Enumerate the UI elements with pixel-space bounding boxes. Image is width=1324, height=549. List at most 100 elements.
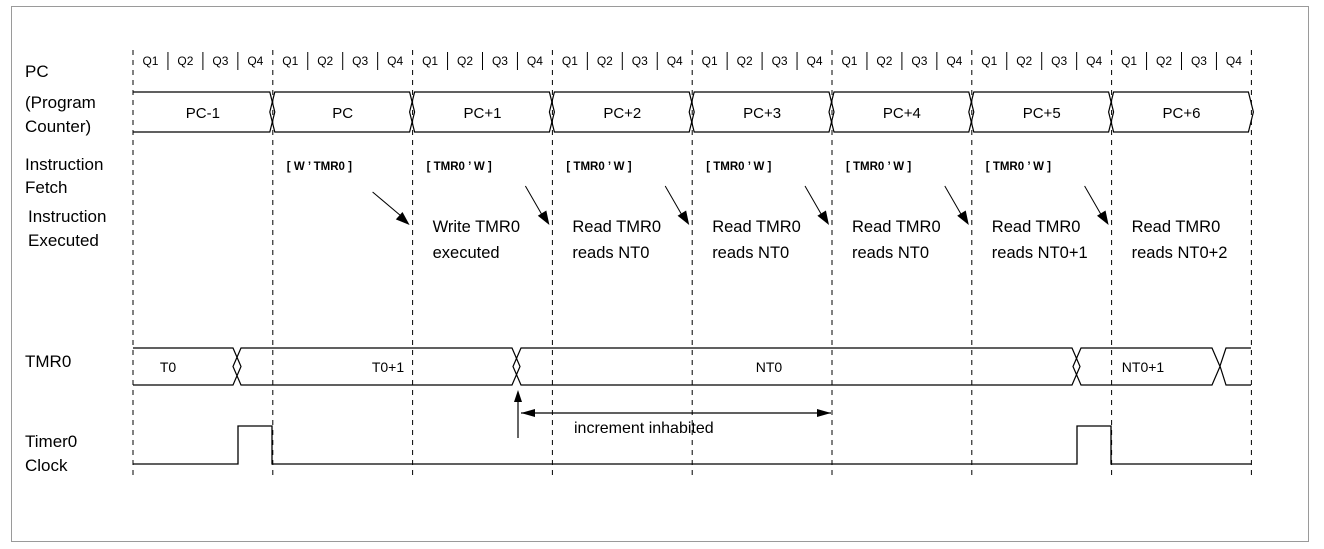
q-phase-label: Q1 [981, 54, 997, 68]
clock-label-line1: Timer0 [25, 432, 77, 451]
q-phase-label: Q4 [946, 54, 962, 68]
fetch-label-line1: Instruction [25, 155, 103, 174]
pc-bus-segment [1107, 91, 1255, 133]
cycle-gridlines [132, 50, 1252, 475]
execute-pointer-arrowhead [537, 210, 550, 225]
fetch-instruction: [ W ’ TMR0 ] [287, 161, 352, 173]
executed-line1: Read TMR0 [712, 218, 801, 236]
tmr0-value: NT0+1 [1122, 359, 1165, 375]
tmr0-bus-trailing [1219, 347, 1251, 386]
q-phase-label: Q1 [702, 54, 718, 68]
fetch-instruction: [ TMR0 ’ W ] [566, 161, 631, 173]
fetch-instruction: [ TMR0 ’ W ] [706, 161, 771, 173]
execute-pointer-arrowhead [957, 210, 969, 225]
tmr0-label: TMR0 [25, 352, 71, 371]
q-phase-label: Q1 [422, 54, 438, 68]
q-phase-label: Q4 [1086, 54, 1102, 68]
executed-line2: reads NT0+2 [1132, 244, 1228, 262]
pc-value: PC+2 [603, 105, 641, 122]
inhibit-span-left-head [521, 409, 535, 417]
executed-line1: Read TMR0 [572, 218, 661, 236]
q-phase-label: Q1 [841, 54, 857, 68]
inhibit-span-right-head [817, 409, 831, 417]
q-phase-label: Q3 [212, 54, 228, 68]
q-phase-label: Q3 [772, 54, 788, 68]
executed-line2: reads NT0 [572, 244, 649, 262]
fetch-to-execute-arrows [372, 185, 1109, 225]
executed-line1: Write TMR0 [433, 218, 520, 236]
pc-value: PC+3 [743, 105, 781, 122]
pc-value: PC+5 [1023, 105, 1061, 122]
execute-pointer-arrowhead [677, 210, 690, 225]
execute-pointer-arrowhead [395, 211, 410, 225]
executed-label-line2: Executed [28, 231, 99, 250]
q-phase-label: Q1 [142, 54, 158, 68]
executed-line1: Read TMR0 [1132, 218, 1221, 236]
pc-value: PC+1 [464, 105, 502, 122]
pc-label-line3: Counter) [25, 117, 91, 136]
executed-label-line1: Instruction [28, 207, 106, 226]
tmr0-bus-segment [512, 347, 1081, 386]
pc-value: PC+6 [1163, 105, 1201, 122]
q-phase-label: Q2 [876, 54, 892, 68]
pc-label-line2: (Program [25, 93, 96, 112]
execute-pointer-line [804, 185, 825, 220]
pc-bus-segment [269, 91, 416, 133]
pc-bus-segment [968, 91, 1115, 133]
q-phase-label: Q3 [1191, 54, 1207, 68]
q-phase-label: Q1 [282, 54, 298, 68]
increment-annotation-text: increment inhabited [574, 420, 714, 437]
q-phase-label: Q4 [247, 54, 263, 68]
fetch-instruction: [ TMR0 ’ W ] [986, 161, 1051, 173]
pc-value: PC-1 [186, 105, 220, 122]
executed-line2: reads NT0+1 [992, 244, 1088, 262]
pc-bus-segment [408, 91, 556, 133]
fetch-instruction: [ TMR0 ’ W ] [846, 161, 911, 173]
timing-diagram-frame [11, 6, 1309, 542]
pc-bus-segment [548, 91, 695, 133]
pc-bus-segment [688, 91, 835, 133]
increment-annotation: increment inhabited [514, 390, 831, 438]
execute-pointer-arrowhead [817, 210, 829, 225]
pc-bus-segment [828, 91, 975, 133]
q-phase-label: Q4 [1226, 54, 1242, 68]
tmr0-value: NT0 [756, 359, 783, 375]
clock-label-line2: Clock [25, 456, 68, 475]
q-phase-label: Q2 [177, 54, 193, 68]
executed-line1: Read TMR0 [992, 218, 1081, 236]
tmr0-bus-segment [133, 347, 242, 386]
tmr0-bus-segment [232, 347, 521, 386]
execute-pointer-line [524, 185, 545, 220]
execute-pointer-line [372, 191, 405, 220]
executed-line1: Read TMR0 [852, 218, 941, 236]
q-phase-label: Q4 [527, 54, 543, 68]
q-phase-label: Q2 [737, 54, 753, 68]
tmr0-value: T0 [160, 359, 177, 375]
q-phase-label: Q3 [352, 54, 368, 68]
q-phase-label: Q4 [667, 54, 683, 68]
q-phase-label: Q3 [1051, 54, 1067, 68]
row-labels: PC (Program Counter) Instruction Fetch I… [25, 62, 106, 475]
q-phase-label: Q2 [597, 54, 613, 68]
q-phase-label: Q1 [562, 54, 578, 68]
q-phase-label: Q3 [911, 54, 927, 68]
q-phase-label: Q2 [1016, 54, 1032, 68]
q-phase-label: Q3 [492, 54, 508, 68]
pc-label-line1: PC [25, 62, 49, 81]
q-phase-label: Q3 [632, 54, 648, 68]
execute-pointer-line [1084, 185, 1105, 220]
timer0-clock-waveform [133, 425, 1251, 465]
pc-value: PC+4 [883, 105, 921, 122]
q-phase-label: Q2 [317, 54, 333, 68]
q-phase-label: Q2 [1156, 54, 1172, 68]
q-phase-label: Q4 [387, 54, 403, 68]
q-phase-row: Q1 Q2 Q3 Q4 Q1 Q2 Q3 Q4 Q1 Q2 Q3 Q4 Q1 Q2 Q3 Q4 Q1 Q2 Q3 Q4… [142, 52, 1242, 70]
execute-pointer-line [944, 185, 965, 220]
instruction-fetch-row: [ W ’ TMR0 ] [ TMR0 ’ W ] [ TMR0 ’ W ] [ TM… [287, 161, 1051, 173]
write-marker-arrowhead [514, 390, 522, 402]
q-phase-label: Q2 [457, 54, 473, 68]
executed-line2: reads NT0 [712, 244, 789, 262]
pc-bus-segment [133, 91, 276, 133]
